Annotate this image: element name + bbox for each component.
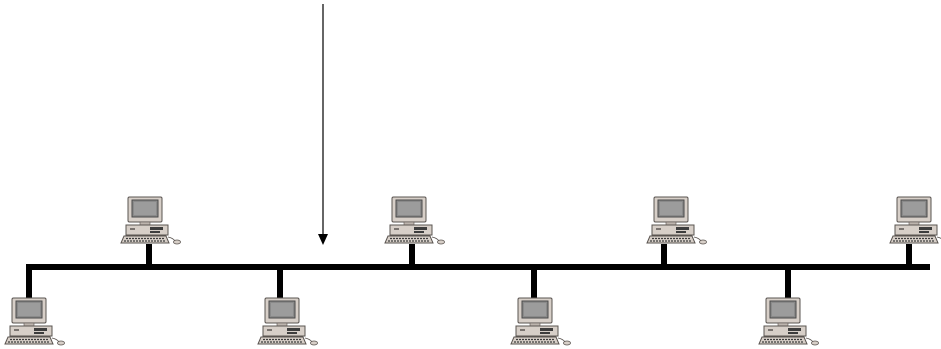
computer-bottom-1-icon	[4, 297, 66, 346]
computer-top-3-icon	[646, 196, 708, 245]
bus-backbone	[26, 264, 930, 270]
computer-top-4-icon	[889, 196, 941, 245]
computer-bottom-2-icon	[257, 297, 319, 346]
drop-lines-bottom	[26, 268, 791, 298]
drop-lines-top	[146, 244, 912, 266]
computer-top-1-icon	[120, 196, 182, 245]
down-arrow-icon	[318, 4, 328, 245]
computer-bottom-3-icon	[510, 297, 572, 346]
computer-top-2-icon	[384, 196, 446, 245]
computer-bottom-4-icon	[758, 297, 820, 346]
